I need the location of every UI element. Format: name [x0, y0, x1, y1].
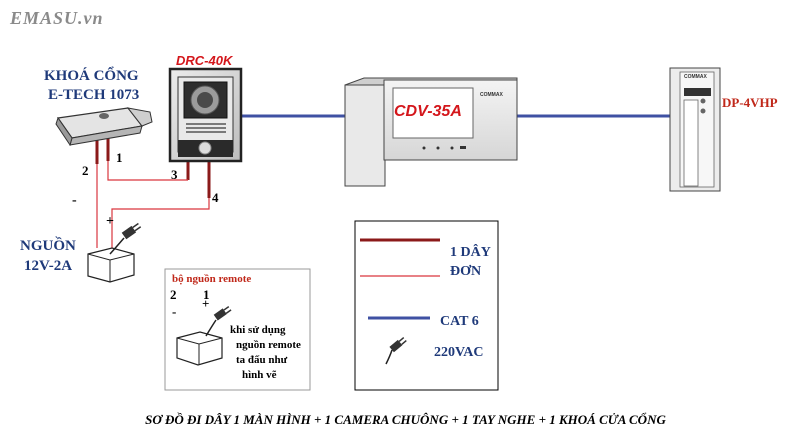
camera-label: DRC-40K [176, 53, 233, 68]
ac-plug-icon [213, 305, 232, 321]
legend-box [354, 220, 499, 391]
wire-number-2: 2 [82, 163, 89, 178]
thin-wire-camera-psu-plus [111, 198, 210, 248]
remote-wire-number-2: 2 [170, 287, 177, 302]
legend-single-wire-label: 1 DÂY [450, 245, 491, 260]
remote-wire-number-1: 1 [203, 287, 210, 302]
wire-number-4: 4 [212, 190, 219, 205]
remote-polarity-plus: + [202, 296, 210, 311]
remote-note-line: nguồn remote [236, 339, 301, 351]
brand-logo: EMASU.vn [10, 8, 104, 28]
handset-label: DP-4VHP [722, 95, 778, 110]
ac-plug-icon [389, 336, 407, 353]
monitor-brand: COMMAX [480, 92, 503, 98]
remote-note-line: ta đấu như [236, 354, 288, 366]
thin-wire-lock-camera [107, 161, 188, 181]
door-lock [55, 107, 153, 147]
legend-single-wire-label-2: ĐƠN [450, 264, 482, 279]
legend-ac-label: 220VAC [434, 345, 484, 360]
door-lock-model: E-TECH 1073 [48, 87, 140, 103]
diagram-caption: SƠ ĐỒ ĐI DÂY 1 MÀN HÌNH + 1 CAMERA CHUÔN… [145, 412, 666, 427]
monitor [344, 77, 518, 187]
monitor-screen-label: CDV-35A [394, 103, 462, 120]
power-supply-label: NGUỒN [20, 238, 76, 254]
remote-note-line: hình vẽ [242, 369, 277, 381]
power-supply [87, 222, 142, 283]
legend-cat6-label: CAT 6 [440, 314, 479, 329]
remote-box [164, 268, 311, 391]
door-camera [168, 67, 243, 163]
polarity-minus: - [72, 193, 77, 208]
power-supply-rating: 12V-2A [24, 258, 73, 274]
handset-brand: COMMAX [684, 74, 707, 80]
camera-speaker-grille [186, 123, 226, 133]
ac-plug-icon [121, 222, 142, 240]
handset [669, 67, 721, 192]
polarity-plus: + [106, 214, 114, 229]
remote-box-title: bộ nguồn remote [172, 273, 252, 285]
wire-number-3: 3 [171, 167, 178, 182]
remote-note-line: khi sử dụng [230, 324, 286, 336]
door-lock-label: KHOÁ CỔNG [44, 68, 139, 84]
wire-number-1: 1 [116, 150, 123, 165]
remote-polarity-minus: - [172, 304, 177, 319]
